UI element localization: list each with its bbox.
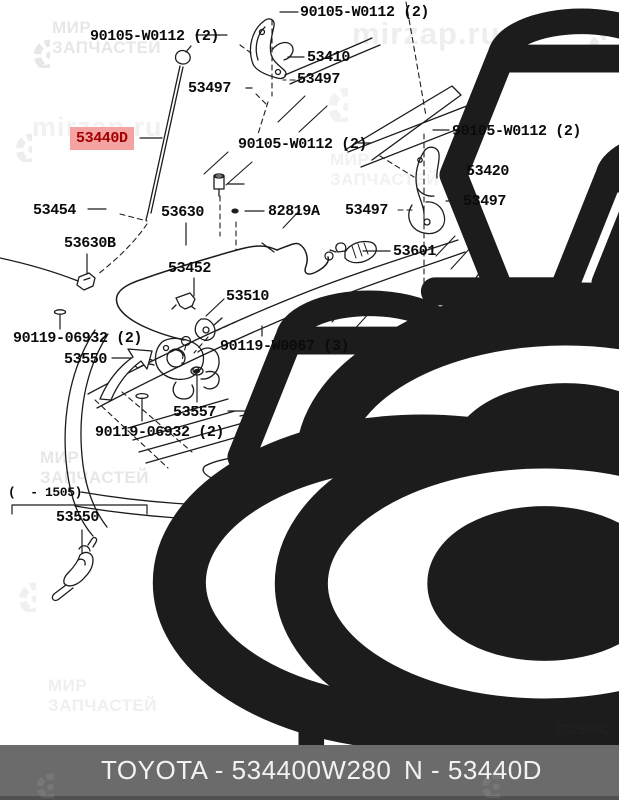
footer-bar: TOYOTA - 534400W280 N - 53440D [0, 745, 619, 800]
part-label[interactable]: 53497 [297, 71, 341, 88]
clip-53630b [76, 272, 96, 291]
part-label[interactable]: 90105-W0112 (2) [90, 28, 220, 45]
release-cable-53630 [115, 242, 334, 347]
clip-53614a [213, 173, 225, 197]
hinge-53420 [408, 146, 446, 235]
part-label[interactable]: 82819A [268, 203, 320, 220]
part-labels-layer: 90105-W0112 (2) 90105-W0112 (2) 53410 53… [8, 4, 582, 526]
grommet-icons [178, 208, 619, 730]
part-label[interactable]: 53630 [161, 204, 205, 221]
part-label[interactable]: 53497 [463, 193, 507, 210]
footer-diagram-number: N - 53440D [404, 755, 542, 785]
part-label[interactable]: 53550 [64, 351, 108, 368]
variant-bracket [11, 504, 148, 554]
part-label[interactable]: 90119-W0067 (3) [220, 338, 350, 355]
part-label[interactable]: 53510 [226, 288, 270, 305]
part-label[interactable]: 53454 [33, 202, 77, 219]
part-label[interactable]: 53410 [307, 49, 351, 66]
lock-lever-53550-old [51, 536, 98, 602]
release-handle-53601 [329, 240, 377, 264]
part-label[interactable]: 90119-06932 (2) [95, 424, 225, 441]
hook-53510 [194, 317, 223, 341]
part-label[interactable]: 53452 [168, 260, 212, 277]
part-label[interactable]: 90105-W0112 (2) [300, 4, 430, 21]
figure-code: 532869C [556, 722, 609, 737]
watermark-pin-logo [8, 748, 54, 798]
hinge-53410 [249, 18, 294, 80]
part-label[interactable]: 53550 [56, 509, 100, 526]
footer-part-reference: TOYOTA - 534400W280 [101, 755, 392, 785]
part-label[interactable]: 53497 [188, 80, 232, 97]
part-label[interactable]: 53601 [393, 243, 437, 260]
assembly-dashed-lines [94, 1, 427, 469]
part-label[interactable]: 90105-W0112 (2) [238, 136, 368, 153]
part-label[interactable]: 53420 [466, 163, 510, 180]
part-label[interactable]: 53630B [64, 235, 116, 252]
part-label[interactable]: 90119-06932 (2) [13, 330, 143, 347]
clip-53452 [171, 292, 196, 310]
part-label[interactable]: 53497 [345, 202, 389, 219]
part-label[interactable]: ( - 1505) [8, 485, 83, 500]
parts-diagram-canvas [0, 1, 619, 745]
bolt-icons [53, 20, 619, 745]
hood-support-rod-53440 [145, 45, 192, 221]
part-label[interactable]: 53440D [70, 127, 134, 150]
direction-arrow [99, 348, 153, 401]
part-label[interactable]: 90105-W0112 (2) [452, 123, 582, 140]
part-label[interactable]: 53557 [173, 404, 217, 421]
